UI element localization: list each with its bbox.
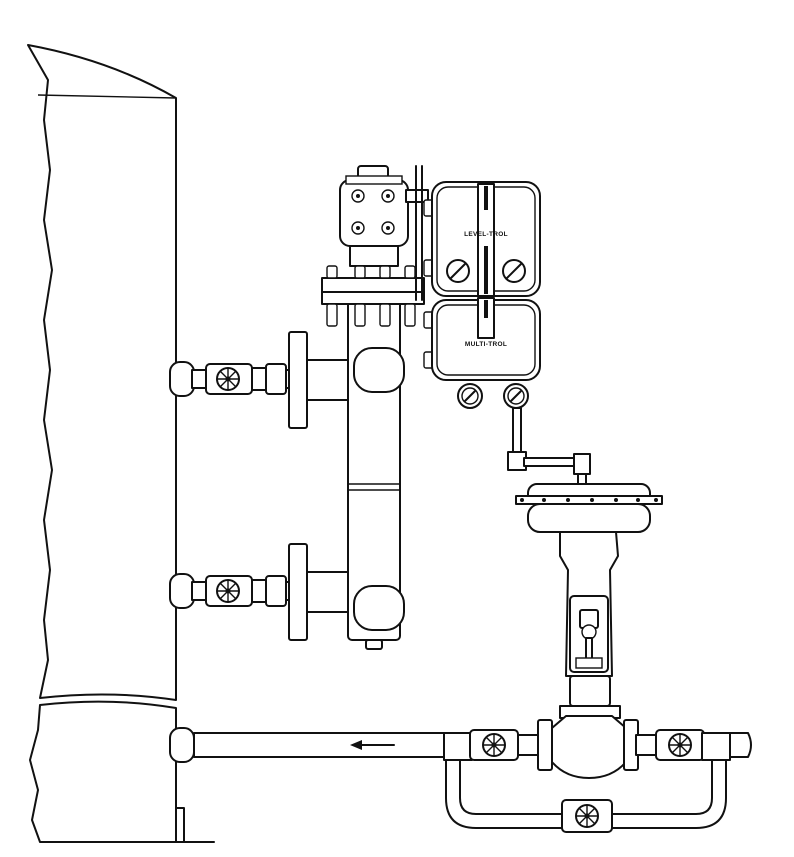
top-flange-upper	[321, 277, 425, 293]
signal-tubing	[507, 407, 591, 487]
vessel-lower-section	[29, 700, 177, 843]
vessel-head-seam	[37, 94, 177, 99]
vessel-upper-section	[27, 44, 177, 701]
housing-top-ring	[345, 175, 403, 185]
process-line	[169, 715, 752, 833]
tubing-drop	[512, 407, 522, 455]
lower-nipple	[191, 581, 207, 601]
cage-drain-plug	[365, 639, 383, 650]
displacer-cage	[306, 299, 405, 650]
lower-union	[265, 575, 287, 607]
upstream-valve-flange	[537, 719, 553, 771]
stroke-indicator	[581, 624, 597, 640]
upper-tee-bulge	[353, 347, 405, 393]
handwheel-icon[interactable]	[482, 733, 506, 757]
flange-bolt	[404, 265, 416, 279]
handwheel-icon[interactable]	[216, 579, 240, 603]
flange-bolt	[354, 303, 366, 327]
handwheel-icon[interactable]	[575, 804, 599, 828]
adjustment-knob-icon[interactable]	[446, 259, 470, 283]
packing-nut	[575, 657, 603, 669]
handwheel-icon[interactable]	[216, 367, 240, 391]
upper-union-nipple	[251, 367, 267, 391]
upper-union	[265, 363, 287, 395]
flange-bolt	[379, 303, 391, 327]
upstream-tee	[443, 732, 473, 761]
handwheel-icon[interactable]	[668, 733, 692, 757]
mounting-bracket	[415, 165, 423, 301]
flange-bolt	[326, 303, 338, 327]
control-valve-body	[551, 715, 627, 779]
head-neck	[349, 243, 399, 267]
downstream-tee	[701, 732, 731, 761]
lower-nozzle-coupling	[169, 573, 195, 609]
lower-vessel-connection	[169, 543, 308, 641]
level-trol-label: LEVEL-TROL	[464, 231, 508, 238]
tubing-elbow-lower	[573, 453, 591, 475]
vessel-outlet-coupling	[169, 727, 195, 763]
flange-bolt	[326, 265, 338, 279]
cage-seam	[348, 483, 400, 491]
flange-bolt	[354, 265, 366, 279]
controller-assembly: LEVEL-TROL MULTI-TROL	[415, 165, 541, 409]
gauge-icon	[503, 383, 529, 409]
diaphragm-lower-casing	[527, 503, 651, 533]
lower-tee-bulge	[353, 585, 405, 631]
vessel	[27, 44, 215, 843]
upper-nozzle-coupling	[169, 361, 195, 397]
adjustment-knob-icon[interactable]	[502, 259, 526, 283]
torque-tube-housing	[339, 179, 409, 247]
downstream-pipe-run	[729, 732, 752, 758]
flange-bolt	[379, 265, 391, 279]
upper-side-branch	[306, 359, 353, 401]
outlet-pipe-run	[193, 732, 471, 758]
arrow-left-icon	[350, 740, 395, 750]
lower-side-branch	[306, 571, 353, 613]
diaphragm-flange	[515, 495, 663, 505]
cage-top-assembly	[321, 165, 429, 327]
tubing-elbow-upper	[507, 451, 527, 471]
upstream-spool	[517, 734, 541, 756]
downstream-spool	[635, 734, 659, 756]
upper-vessel-connection	[169, 331, 308, 429]
lower-side-flange	[288, 543, 308, 641]
level-indicator-window	[477, 183, 495, 297]
bonnet	[569, 675, 611, 707]
lower-union-nipple	[251, 579, 267, 603]
upper-side-flange	[288, 331, 308, 429]
tubing-run	[523, 457, 579, 467]
vessel-base-skirt	[175, 807, 185, 843]
upper-nipple	[191, 369, 207, 389]
top-flange-lower	[321, 291, 425, 305]
multi-trol-label: MULTI-TROL	[465, 341, 507, 348]
control-valve-actuator	[515, 483, 663, 719]
flange-bolt	[404, 303, 416, 327]
gauge-icon	[457, 383, 483, 409]
